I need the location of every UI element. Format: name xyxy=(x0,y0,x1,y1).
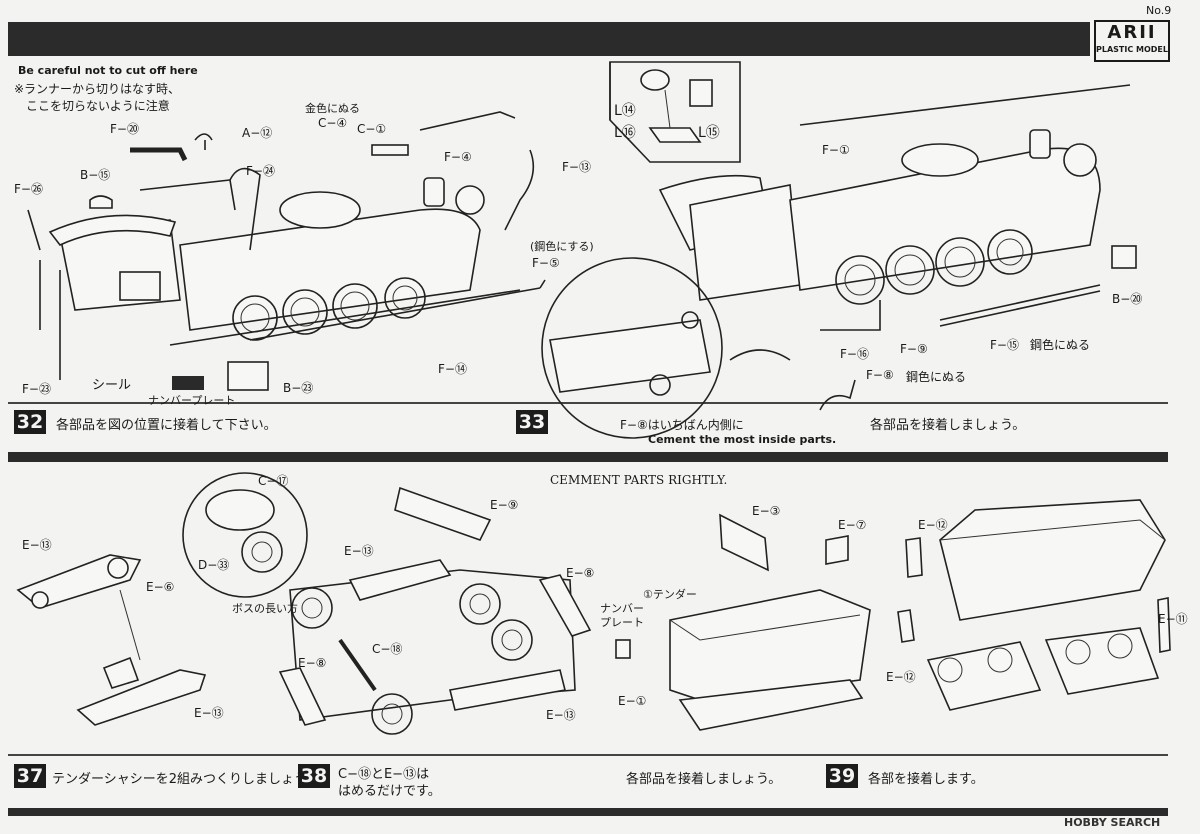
gunmetal-paint-note-2: 鋼色にぬる xyxy=(1030,338,1091,352)
part-b20: B−⑳ xyxy=(1112,292,1143,306)
part-e13c: E−⑬ xyxy=(344,544,374,558)
tender-body-illustration xyxy=(615,513,871,731)
step-33-number: 33 xyxy=(516,410,548,434)
step-39-text: 各部を接着します。 xyxy=(868,772,984,787)
lamp-detail-inset xyxy=(609,61,741,163)
part-l15: L⑮ xyxy=(698,125,720,141)
step-38b-text: 各部品を接着しましょう。 xyxy=(626,772,782,787)
part-e1: E−① xyxy=(618,694,647,708)
page-number: No.9 xyxy=(1146,4,1172,17)
part-e13a: E−⑬ xyxy=(22,538,52,552)
number-plate-split-2: プレート xyxy=(600,616,644,629)
gunmetal-paint-note-3: 鋼色にぬる xyxy=(906,370,967,384)
step-37-number: 37 xyxy=(14,764,46,788)
inner-parts-note-jp: F−⑧はいちばん内側に xyxy=(620,418,744,432)
part-f26: F−㉖ xyxy=(14,182,43,196)
decal-sticker-label: シール xyxy=(92,378,132,393)
locomotive-illustration-left xyxy=(27,111,546,391)
section-divider-thin xyxy=(8,754,1168,756)
part-f1: F−① xyxy=(822,143,850,157)
part-f23: F−㉓ xyxy=(22,382,51,396)
watermark: HOBBY SEARCH xyxy=(1064,816,1161,829)
section-divider-thin xyxy=(8,402,1168,404)
step-38-number: 38 xyxy=(298,764,330,788)
part-e12a: E−⑫ xyxy=(918,518,948,532)
part-f5: F−⑤ xyxy=(532,256,560,270)
step-32-text: 各部品を図の位置に接着して下さい。 xyxy=(56,418,277,433)
step-38-text-2: はめるだけです。 xyxy=(338,784,441,799)
tender-complete-illustration xyxy=(897,499,1171,711)
part-b23: B−㉓ xyxy=(283,381,314,395)
part-f4: F−④ xyxy=(444,150,472,164)
part-c1: C−① xyxy=(357,122,387,136)
logo-text: ARII xyxy=(1107,22,1157,43)
wheel-assembly-illustration xyxy=(182,472,592,735)
tender-chassis-illustration xyxy=(16,554,207,726)
gunmetal-paint-note: (鋼色にする) xyxy=(530,240,594,253)
part-f15: F−⑮ xyxy=(990,338,1019,352)
step-33-text: 各部品を接着しましょう。 xyxy=(870,418,1026,433)
part-b15: B−⑮ xyxy=(80,168,111,182)
part-e12b: E−⑫ xyxy=(886,670,916,684)
step-37-text: テンダーシャシーを2組みつくりしましょう。 xyxy=(52,772,320,787)
step-38-text-1: C−⑱とE−⑬は xyxy=(338,767,430,782)
tender-label: ①テンダー xyxy=(643,588,697,601)
part-f8: F−⑧ xyxy=(866,368,894,382)
number-plate-label: ナンバープレート xyxy=(148,394,236,407)
header-bar xyxy=(8,22,1090,56)
footer-bar xyxy=(8,808,1168,816)
locomotive-illustration-right xyxy=(658,84,1137,411)
part-c17: C−⑰ xyxy=(258,474,289,488)
cement-rightly-note: CEMMENT PARTS RIGHTLY. xyxy=(550,473,728,487)
part-e3: E−③ xyxy=(752,504,781,518)
part-c4: C−④ xyxy=(318,116,348,130)
cut-note-jp-1: ※ランナーから切りはなす時、 xyxy=(14,82,181,96)
part-f24: F−㉔ xyxy=(246,164,275,178)
part-e11: E−⑪ xyxy=(1158,612,1188,626)
step-39-number: 39 xyxy=(826,764,858,788)
part-e7: E−⑦ xyxy=(838,518,867,532)
part-e13d: E−⑬ xyxy=(546,708,576,722)
part-f20: F−⑳ xyxy=(110,122,139,136)
part-d33: D−㉝ xyxy=(198,558,230,572)
part-a12: A−⑫ xyxy=(242,126,273,140)
part-e8a: E−⑧ xyxy=(566,566,595,580)
part-l14: L⑭ xyxy=(614,103,636,119)
cut-note-jp-2: ここを切らないように注意 xyxy=(26,99,170,113)
part-c18: C−⑱ xyxy=(372,642,403,656)
gold-paint-note: 金色にぬる xyxy=(305,102,360,115)
inner-parts-inset xyxy=(541,257,723,439)
part-e13b: E−⑬ xyxy=(194,706,224,720)
part-f14: F−⑭ xyxy=(438,362,467,376)
step-32-number: 32 xyxy=(14,410,46,434)
logo-subtitle: PLASTIC MODEL xyxy=(1096,45,1168,54)
part-e8b: E−⑧ xyxy=(298,656,327,670)
part-f9: F−⑨ xyxy=(900,342,928,356)
section-divider xyxy=(8,452,1168,462)
brand-logo: ARII PLASTIC MODEL xyxy=(1094,20,1170,62)
part-e9: E−⑨ xyxy=(490,498,519,512)
part-e6: E−⑥ xyxy=(146,580,175,594)
number-plate-split-1: ナンバー xyxy=(600,602,644,615)
part-f13a: F−⑬ xyxy=(562,160,591,174)
cut-note-en: Be careful not to cut off here xyxy=(18,64,198,77)
inner-parts-note-en: Cement the most inside parts. xyxy=(648,433,837,446)
part-l16: L⑯ xyxy=(614,125,636,141)
boss-long-side-note: ボスの長い方 xyxy=(232,602,298,615)
part-f16: F−⑯ xyxy=(840,347,869,361)
